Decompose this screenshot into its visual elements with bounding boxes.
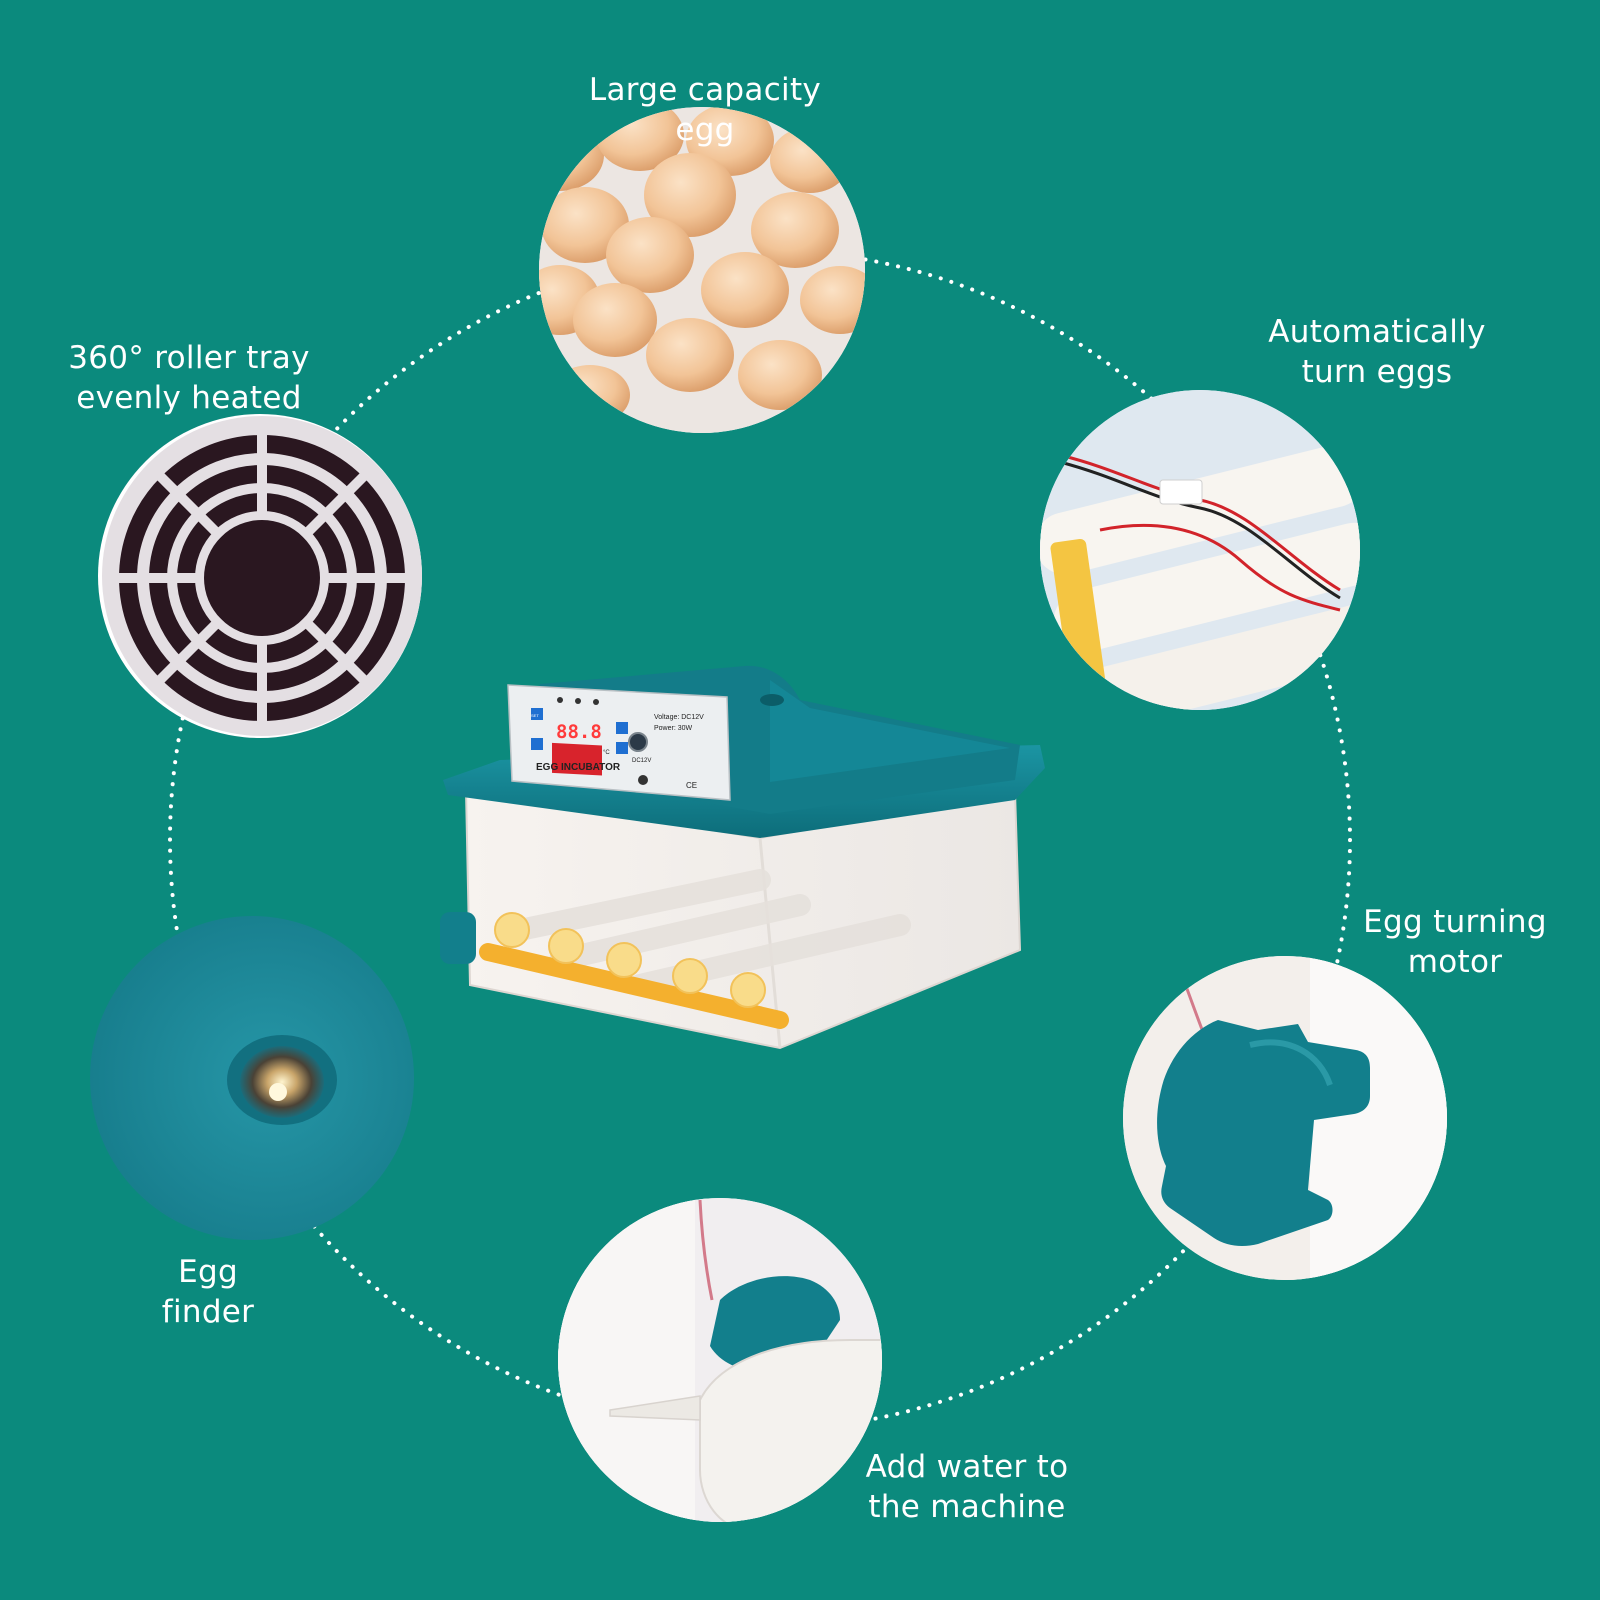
panel-power: Power: 30W bbox=[654, 725, 693, 732]
motor-photo-circle bbox=[1123, 956, 1447, 1280]
label-add-water: Add water to the machine bbox=[865, 1449, 1069, 1525]
label-auto-turn: Automatically turn eggs bbox=[1268, 314, 1486, 390]
panel-jack-label: DC12V bbox=[632, 758, 651, 764]
label-egg-finder: Egg finder bbox=[161, 1254, 255, 1330]
panel-readout: 88.8 bbox=[556, 721, 602, 743]
temperature-display bbox=[552, 742, 602, 776]
label-large-capacity: Large capacity egg bbox=[588, 72, 822, 148]
panel-cert-mark: CE bbox=[686, 781, 697, 790]
turning-rollers-photo-circle bbox=[1040, 390, 1360, 710]
water-bottle-photo-circle bbox=[558, 1198, 882, 1522]
label-roller-tray: 360° roller tray evenly heated bbox=[68, 340, 310, 416]
dotted-connector-ring bbox=[168, 248, 1352, 1432]
panel-set-key: SET bbox=[531, 713, 539, 718]
power-icon bbox=[638, 775, 648, 785]
incubator-product bbox=[440, 665, 1045, 1050]
label-turning-motor: Egg turning motor bbox=[1363, 904, 1547, 980]
panel-voltage: Voltage: DC12V bbox=[654, 714, 704, 721]
panel-unit: °C bbox=[603, 750, 610, 756]
eggs-photo-circle bbox=[539, 107, 865, 433]
panel-brand: EGG INCUBATOR bbox=[536, 762, 621, 773]
fan-grill-photo-circle bbox=[98, 414, 422, 738]
egg-finder-photo-circle bbox=[90, 916, 414, 1240]
dc-jack-icon bbox=[628, 732, 648, 752]
